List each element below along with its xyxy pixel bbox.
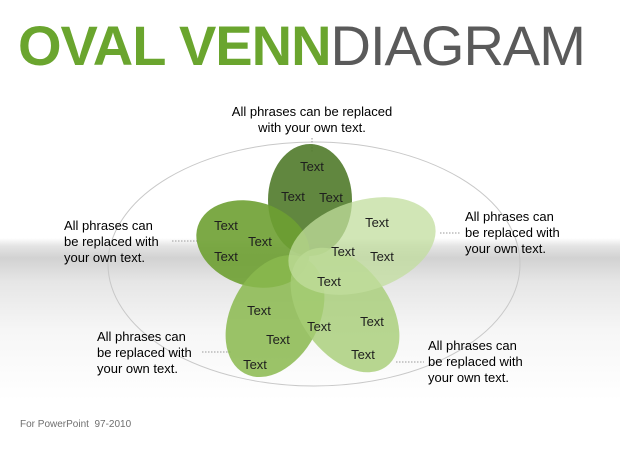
callout-right: All phrases can be replaced with your ow… bbox=[465, 209, 560, 256]
petal-text: Text bbox=[266, 332, 290, 347]
callout-bottom-left: All phrases can be replaced with your ow… bbox=[97, 329, 192, 376]
petal-text: Text bbox=[317, 274, 341, 289]
title-rest-text: DIAGRAM bbox=[330, 14, 586, 77]
slide-title: OVAL VENNDIAGRAM bbox=[18, 14, 586, 78]
petal-text: Text bbox=[365, 215, 389, 230]
petal-text: Text bbox=[248, 234, 272, 249]
petal-text: Text bbox=[331, 244, 355, 259]
petal-text: Text bbox=[300, 159, 324, 174]
petal-text: Text bbox=[319, 190, 343, 205]
petal-text: Text bbox=[214, 249, 238, 264]
callout-bottom-right: All phrases can be replaced with your ow… bbox=[428, 338, 523, 385]
petal-text: Text bbox=[351, 347, 375, 362]
petal-right bbox=[288, 197, 436, 295]
petal-text: Text bbox=[214, 218, 238, 233]
title-accent-text: OVAL VENN bbox=[18, 14, 332, 77]
petal-text: Text bbox=[247, 303, 271, 318]
petal-text: Text bbox=[360, 314, 384, 329]
petal-text: Text bbox=[370, 249, 394, 264]
callout-top: All phrases can be replaced with your ow… bbox=[231, 104, 393, 135]
petal-text: Text bbox=[281, 189, 305, 204]
petal-text: Text bbox=[243, 357, 267, 372]
callout-left: All phrases can be replaced with your ow… bbox=[64, 218, 159, 265]
outer-ellipse bbox=[107, 141, 521, 387]
petal-text: Text bbox=[307, 319, 331, 334]
footer-text: For PowerPoint 97-2010 bbox=[20, 419, 132, 430]
